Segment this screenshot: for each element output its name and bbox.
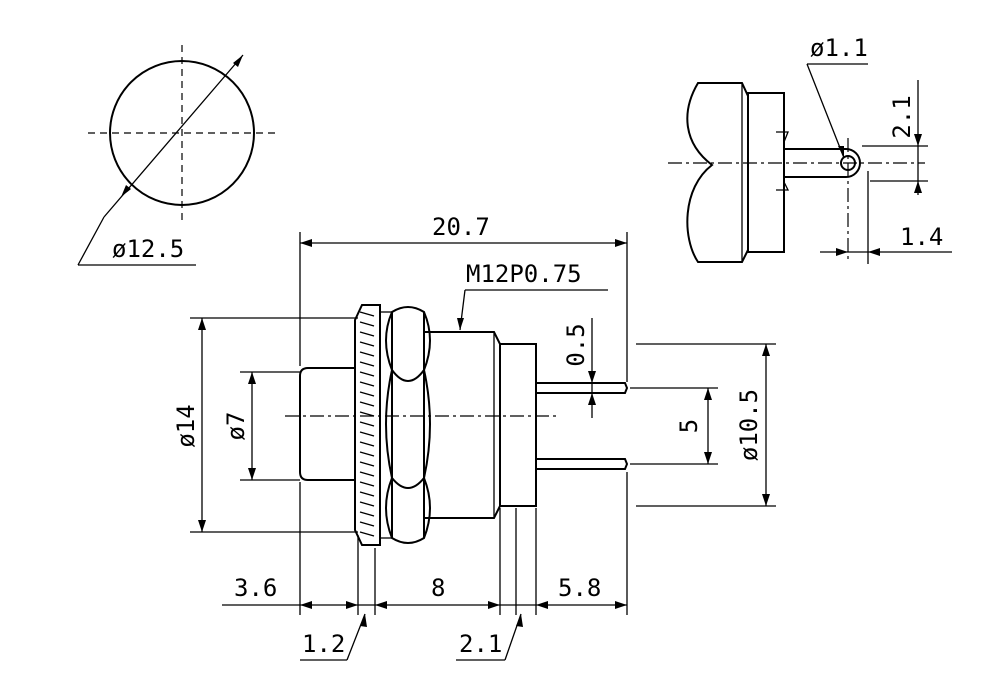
- dia-1-1-arrow: [838, 146, 844, 158]
- dim-5-8-arrow-left: [536, 601, 548, 609]
- dia-14-arrow-top: [198, 318, 206, 330]
- dim-20-7-arrow-right: [615, 239, 627, 247]
- dim-1-4-arrow-left: [836, 248, 848, 256]
- knurled-washer: [354, 304, 381, 546]
- hex-nut: [391, 306, 425, 544]
- dia-14-arrow-bottom: [198, 520, 206, 532]
- thread-arrow: [457, 318, 464, 330]
- hex-nut-face-bottom: [385, 477, 431, 539]
- rear-housing: [499, 343, 537, 507]
- dia-10-5-arrow-top: [762, 344, 770, 356]
- dia-7-label: ø7: [222, 412, 250, 441]
- knurl-lines: [359, 311, 375, 537]
- hex-nut-face-top: [385, 311, 431, 382]
- hex-nut-face-middle: [385, 369, 431, 489]
- threaded-body: [423, 331, 501, 519]
- terminal-top: [536, 382, 629, 394]
- dim-2-1-bottom-label: 2.1: [459, 630, 502, 658]
- dim-2-1-arrow-bottom: [914, 181, 922, 193]
- dim-3-6-arrow-left: [346, 601, 358, 609]
- dia-1-1-leader: [806, 63, 845, 159]
- dia-7-arrow-top: [248, 372, 256, 384]
- thread-label: M12P0.75: [466, 260, 582, 288]
- dim-5-arrow-bottom: [704, 452, 712, 464]
- main-side-view: 20.7 M12P0.75 0.5 5 ø10.5 ø14: [172, 213, 776, 661]
- dim-20-7-arrow-left: [300, 239, 312, 247]
- dim-2-1-arrow-top: [914, 134, 922, 146]
- dim-5-8-arrow-right: [615, 601, 627, 609]
- dim-2-1-bottom-arrow: [516, 614, 523, 627]
- dim-5-8-label: 5.8: [558, 574, 601, 602]
- dim-5-arrow-top: [704, 388, 712, 400]
- dim-0-5-arrow-bottom: [588, 393, 596, 405]
- dim-20-7-label: 20.7: [432, 213, 490, 241]
- dia-1-1-label: ø1.1: [810, 34, 868, 62]
- dim-1-2-arrow: [360, 614, 367, 627]
- dia-14-label: ø14: [172, 404, 200, 447]
- dia-10-5-arrow-bottom: [762, 494, 770, 506]
- detail-cap: [686, 82, 749, 263]
- dia-12-5-label: ø12.5: [112, 235, 184, 263]
- end-view: ø12.5: [77, 45, 276, 266]
- dim-2-1-pin-label: 2.1: [888, 95, 916, 138]
- detail-body: [747, 92, 785, 253]
- dim-8-arrow-left: [375, 601, 387, 609]
- dim-3-6-label: 3.6: [234, 574, 277, 602]
- terminal-detail-view: ø1.1 2.1 1.4: [668, 34, 952, 264]
- detail-pin-tab-top: [776, 131, 789, 143]
- terminal-bottom: [536, 458, 629, 470]
- dim-8-arrow-right: [488, 601, 500, 609]
- dim-8-label: 8: [431, 574, 445, 602]
- dia-12-5-leader-tail: [77, 216, 105, 266]
- dim-0-5-label: 0.5: [562, 323, 590, 366]
- dia-12-5-arrow-top: [233, 55, 243, 67]
- dim-0-5-arrow-top: [588, 371, 596, 383]
- dim-1-4-arrow-right: [868, 248, 880, 256]
- dim-1-4-label: 1.4: [900, 223, 943, 251]
- dim-1-2-label: 1.2: [302, 630, 345, 658]
- dia-7-arrow-bottom: [248, 468, 256, 480]
- dim-3-6-arrow-right: [300, 601, 312, 609]
- detail-pin-tab-bottom: [776, 181, 790, 191]
- button-cap: [299, 367, 356, 481]
- dia-10-5-label: ø10.5: [735, 389, 763, 461]
- dia-12-5-arrow-bottom: [121, 185, 131, 197]
- dim-5-label: 5: [675, 419, 703, 433]
- detail-pin: [784, 148, 861, 178]
